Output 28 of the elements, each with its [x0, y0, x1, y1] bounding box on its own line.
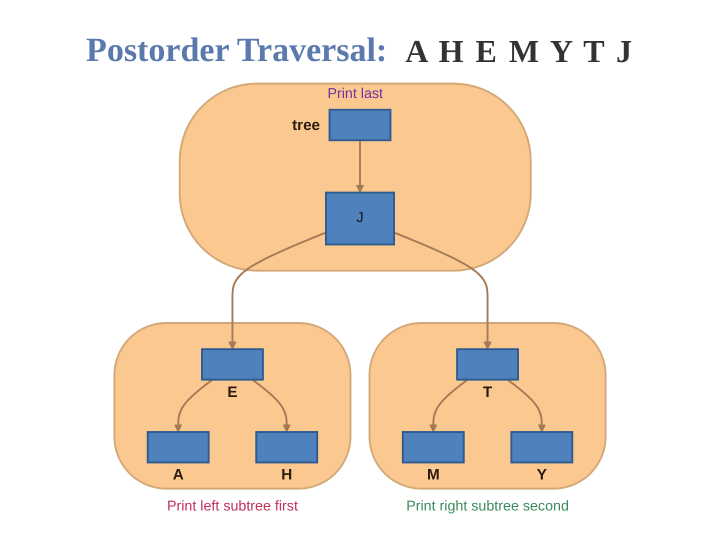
node-box: J [325, 192, 395, 246]
node-label: M [426, 466, 440, 484]
arrow [356, 140, 364, 193]
node-box [510, 431, 574, 464]
arrow [394, 232, 492, 350]
node-label: Y [536, 466, 547, 484]
node-box [201, 348, 264, 381]
arrow [228, 232, 326, 350]
node-box [146, 431, 210, 464]
arrow [252, 378, 291, 432]
arrow [429, 378, 468, 432]
node-label: tree [292, 116, 320, 134]
cluster [113, 322, 352, 490]
title: Postorder Traversal: [86, 32, 388, 70]
node-box [255, 431, 318, 464]
arrow [506, 378, 546, 432]
node-label: T [482, 384, 492, 401]
arrow [174, 378, 214, 432]
node-box [402, 431, 465, 464]
node-label: E [227, 384, 238, 401]
node-label: H [281, 466, 292, 484]
node-box [328, 108, 392, 142]
traversal-sequence: A H E M Y T J [405, 33, 634, 70]
node-label: Print left subtree first [166, 498, 298, 514]
node-label: Print right subtree second [406, 498, 569, 514]
node-label: A [172, 466, 184, 484]
node-box [456, 348, 519, 381]
cluster [368, 322, 607, 490]
